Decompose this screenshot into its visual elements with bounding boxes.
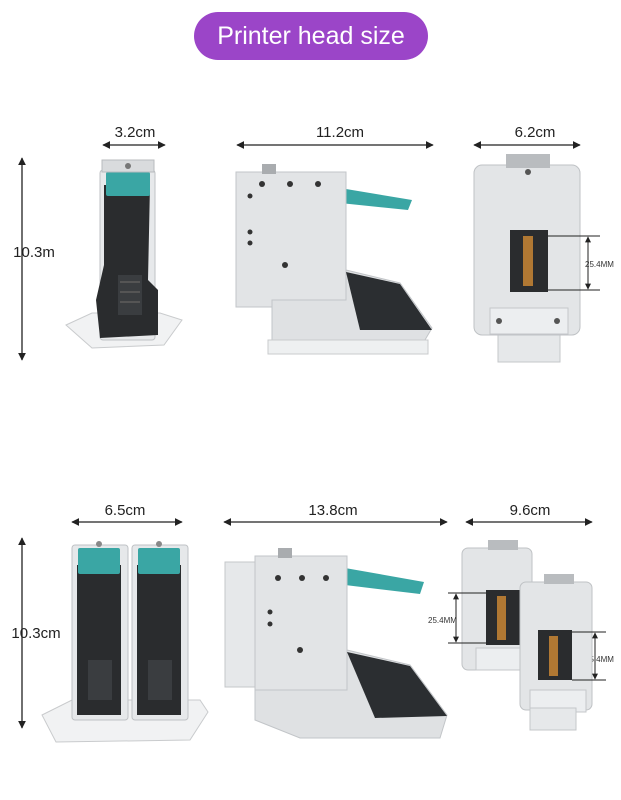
- row1-side-view-body: [235, 164, 433, 355]
- row2-side-view-body: [224, 548, 448, 739]
- row2-nozzle-label-a: 25.4MM: [428, 616, 457, 625]
- row1-nozzle-label: 25.4MM: [585, 260, 614, 269]
- row1-body-length-label: 11.2cm: [315, 124, 365, 141]
- row2-side-view-double-cartridge: [41, 541, 209, 743]
- title-badge: Printer head size: [194, 12, 428, 60]
- row2-body-length-label: 13.8cm: [308, 502, 358, 519]
- row1-side-width-label: 3.2cm: [114, 124, 156, 141]
- row1-side-view-cartridge: [65, 159, 183, 349]
- row2-plate-width-label: 9.6cm: [509, 502, 551, 519]
- row2-side-width-label: 6.5cm: [104, 502, 146, 519]
- row1-plate-width-label: 6.2cm: [514, 124, 556, 141]
- row2-nozzle-label-b: 25.4MM: [585, 655, 614, 664]
- row1-front-view-plate: [473, 154, 600, 363]
- row2-front-view-double-plate: [448, 540, 606, 731]
